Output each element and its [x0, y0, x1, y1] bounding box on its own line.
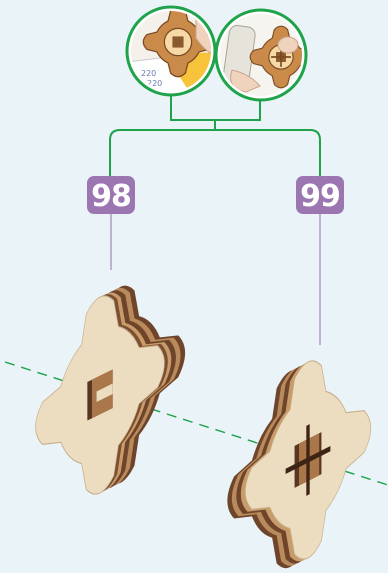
inset-right [214, 8, 308, 102]
inset-gear-icon [142, 11, 211, 78]
step-badge-98: 98 [87, 176, 135, 214]
gear-part-98 [34, 254, 186, 526]
paper-number-1: 220 [141, 69, 156, 78]
step-number-99: 99 [300, 179, 340, 214]
paper-number-2: 220 [147, 79, 162, 88]
inset-left: 220 220 [125, 5, 217, 97]
gear-part-99 [227, 329, 372, 573]
connector-tree [109, 95, 321, 178]
step-badge-99: 99 [296, 176, 344, 214]
step-number-98: 98 [91, 179, 131, 214]
